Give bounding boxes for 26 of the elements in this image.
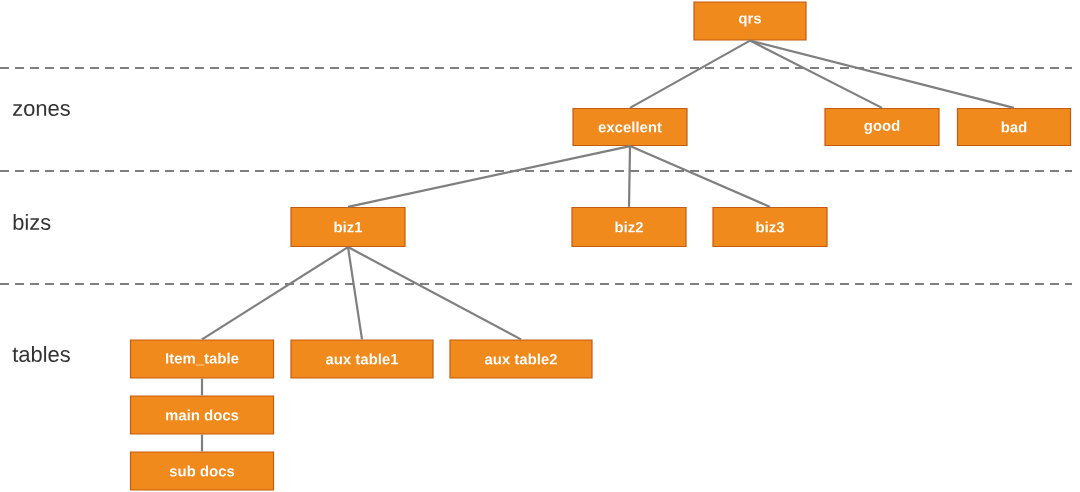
tree-box: main docs bbox=[129, 395, 275, 435]
connector-line bbox=[347, 145, 631, 208]
connector-line bbox=[629, 39, 751, 109]
level-label: bizs bbox=[13, 213, 51, 231]
connector-line bbox=[201, 246, 349, 341]
connector-line bbox=[347, 246, 522, 341]
tree-box: qrs bbox=[693, 1, 807, 41]
level-label: zones bbox=[13, 104, 70, 116]
tree-box: biz3 bbox=[712, 206, 828, 248]
tree-box: excellent bbox=[572, 107, 688, 147]
level-label: tables bbox=[12, 345, 70, 363]
connector-line bbox=[200, 434, 204, 452]
tree-box: Item_table bbox=[129, 339, 275, 379]
connector-line bbox=[200, 378, 204, 396]
connector-line bbox=[627, 146, 632, 207]
connector-line bbox=[749, 39, 1015, 109]
connector-line bbox=[629, 145, 771, 208]
tree-box: aux table2 bbox=[449, 339, 593, 379]
tree-box: biz1 bbox=[290, 206, 406, 248]
tree-box: bad bbox=[956, 107, 1072, 147]
connector-line bbox=[346, 246, 364, 340]
tree-box: good bbox=[824, 107, 940, 147]
connector-line bbox=[749, 39, 883, 109]
tree-box: sub docs bbox=[129, 451, 275, 491]
tree-box: biz2 bbox=[571, 206, 687, 248]
tree-box: aux table1 bbox=[290, 339, 434, 379]
